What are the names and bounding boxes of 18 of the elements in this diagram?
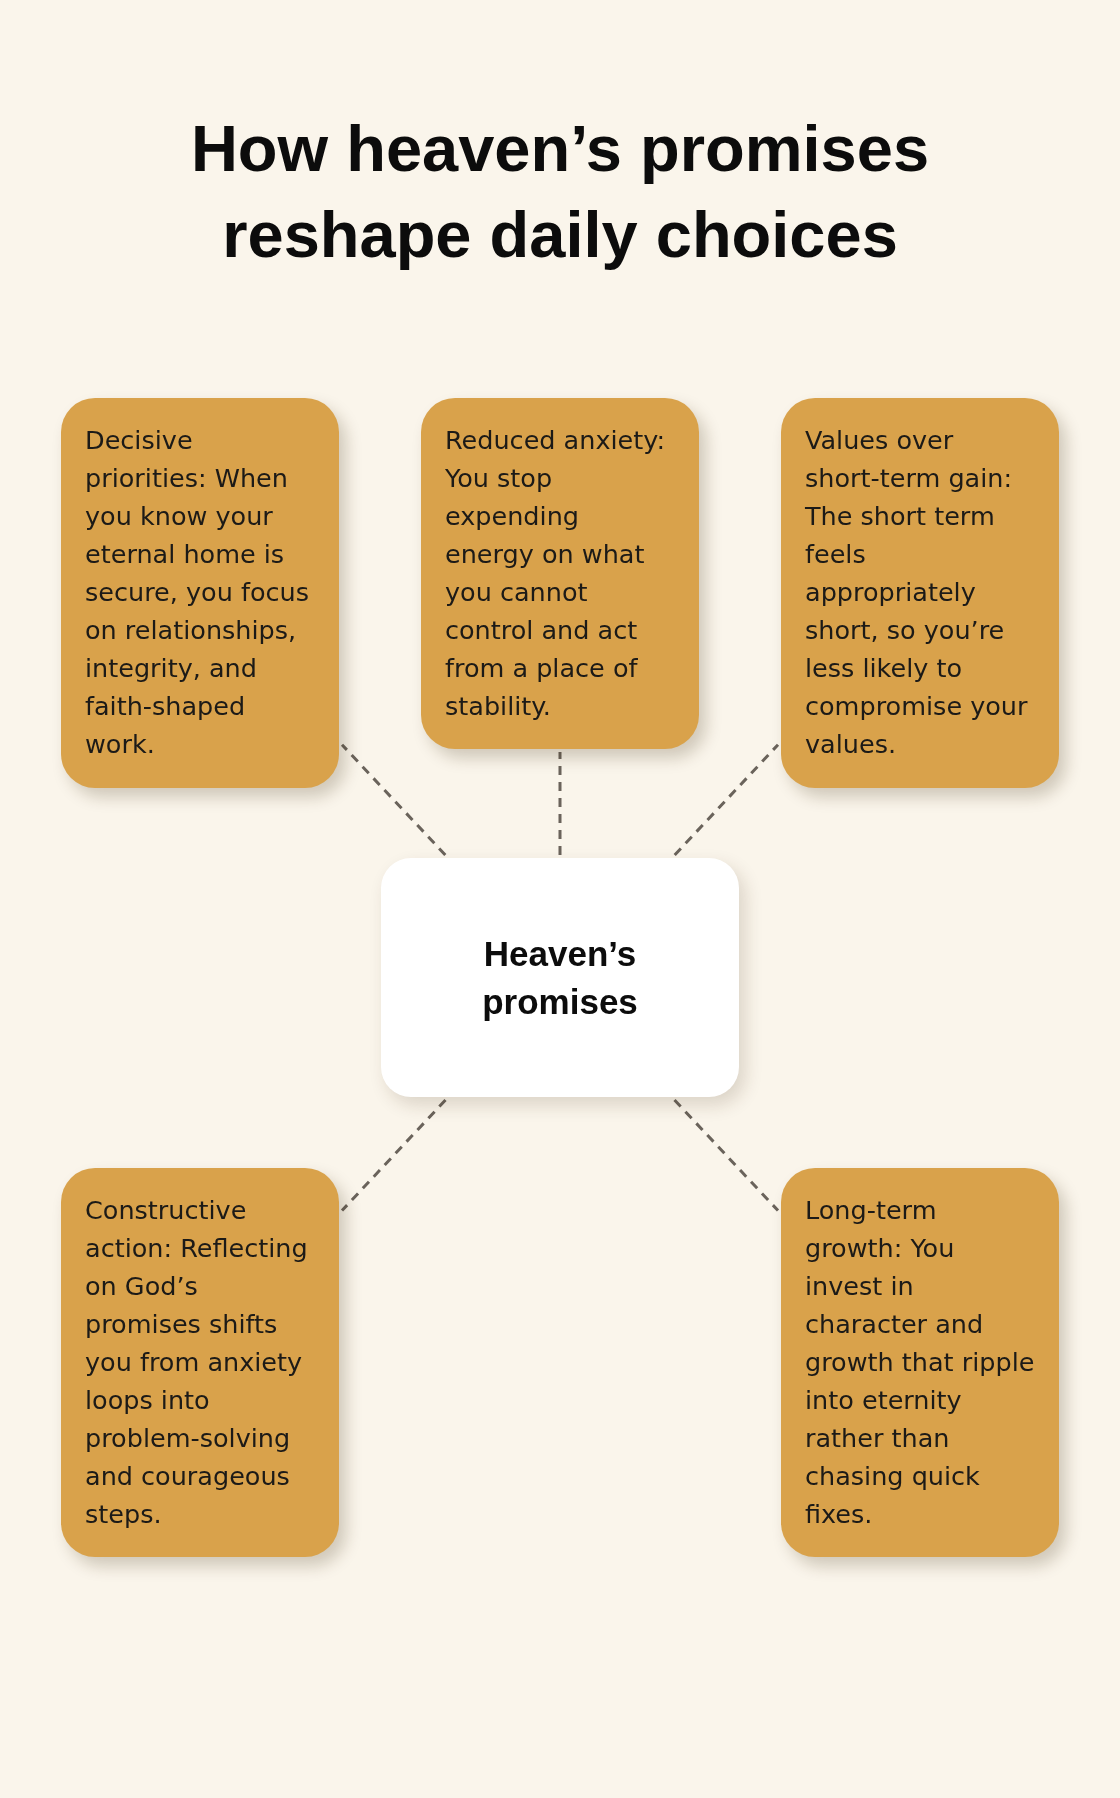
text-card xyxy=(781,398,1059,788)
text-card xyxy=(61,1168,339,1557)
text-card xyxy=(61,398,339,788)
text-card xyxy=(781,1168,1059,1557)
dashed-connector xyxy=(673,743,780,857)
title: How heaven’s promises reshape daily choices xyxy=(189,111,931,273)
card-text: Constructive action: Reflecting on God’s promises shifts you from anxiety loops into problem-solving and courageous steps. xyxy=(85,1194,309,1531)
card-text: Reduced anxiety: You stop expending energy on what you cannot control and act from a place of stability. xyxy=(445,424,667,723)
card-text: Values over short-term gain: The short term feels appropriately short, so you’re less likely to compromise your values. xyxy=(805,424,1029,761)
center-label: Heaven’s promises xyxy=(481,932,639,1023)
text-card xyxy=(421,398,699,749)
card-text: Long-term growth: You invest in character and growth that ripple into eternity rather than chasing quick fixes. xyxy=(805,1194,1035,1531)
dashed-connector xyxy=(673,1098,780,1212)
dashed-connector xyxy=(558,752,562,855)
center-card xyxy=(381,858,739,1097)
card-text: Decisive priorities: When you know your eternal home is secure, you focus on relationships, integrity, and faith-shaped work. xyxy=(85,424,310,761)
dashed-connector xyxy=(340,743,447,857)
dashed-connector xyxy=(340,1098,447,1212)
